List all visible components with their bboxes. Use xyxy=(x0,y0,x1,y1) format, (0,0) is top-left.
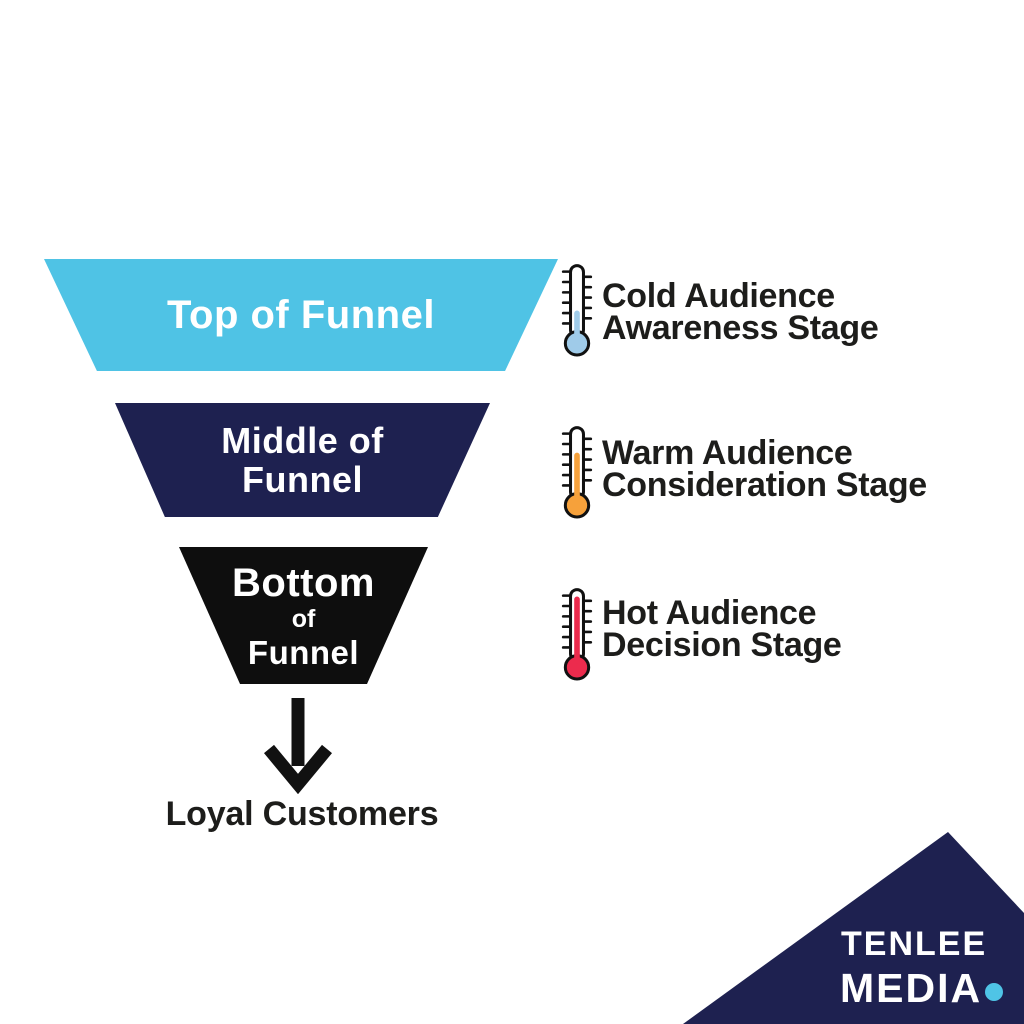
stage-label: Consideration Stage xyxy=(602,466,927,504)
thermometer-mercury xyxy=(574,452,580,502)
funnel-stage-middle-label-line2: Funnel xyxy=(242,459,363,500)
thermometer-mercury xyxy=(574,310,580,340)
stage-description-hot: Hot Audience Decision Stage xyxy=(602,594,1022,664)
stage-label: Awareness Stage xyxy=(602,309,879,347)
stage-label: Decision Stage xyxy=(602,626,842,664)
thermometer-mercury xyxy=(574,596,580,664)
funnel-stage-bottom-label-line3: Funnel xyxy=(247,633,360,671)
funnel-stage-bottom-label-line1: Bottom xyxy=(232,560,375,605)
thermometer-medium-icon xyxy=(561,426,593,519)
tenlee-media-logo: TENLEE MEDIA xyxy=(683,832,1024,1024)
funnel-stage-top-label: Top of Funnel xyxy=(167,293,435,337)
funnel-stage-bottom-label-line2: of xyxy=(291,604,316,633)
audience-label: Warm Audience xyxy=(602,434,853,472)
audience-label: Hot Audience xyxy=(602,594,817,632)
funnel-stage-middle: Middle of Funnel xyxy=(115,403,490,517)
loyal-customers-label: Loyal Customers xyxy=(165,795,439,833)
logo-text-line1: TENLEE xyxy=(841,925,987,963)
funnel-stage-middle-label-line1: Middle of xyxy=(221,420,384,461)
thermometer-high-icon xyxy=(561,588,593,681)
thermometer-low-icon xyxy=(561,264,593,357)
funnel-stage-bottom: Bottom of Funnel xyxy=(179,547,428,684)
logo-dot xyxy=(985,983,1003,1001)
logo-text-line2: MEDIA xyxy=(840,965,982,1011)
audience-label: Cold Audience xyxy=(602,277,835,315)
stage-description-cold: Cold Audience Awareness Stage xyxy=(602,277,1022,347)
funnel-stage-top: Top of Funnel xyxy=(44,259,558,371)
stage-description-warm: Warm Audience Consideration Stage xyxy=(602,434,1022,504)
down-arrow-icon xyxy=(263,698,333,794)
logo-background-shape xyxy=(683,832,1024,1024)
